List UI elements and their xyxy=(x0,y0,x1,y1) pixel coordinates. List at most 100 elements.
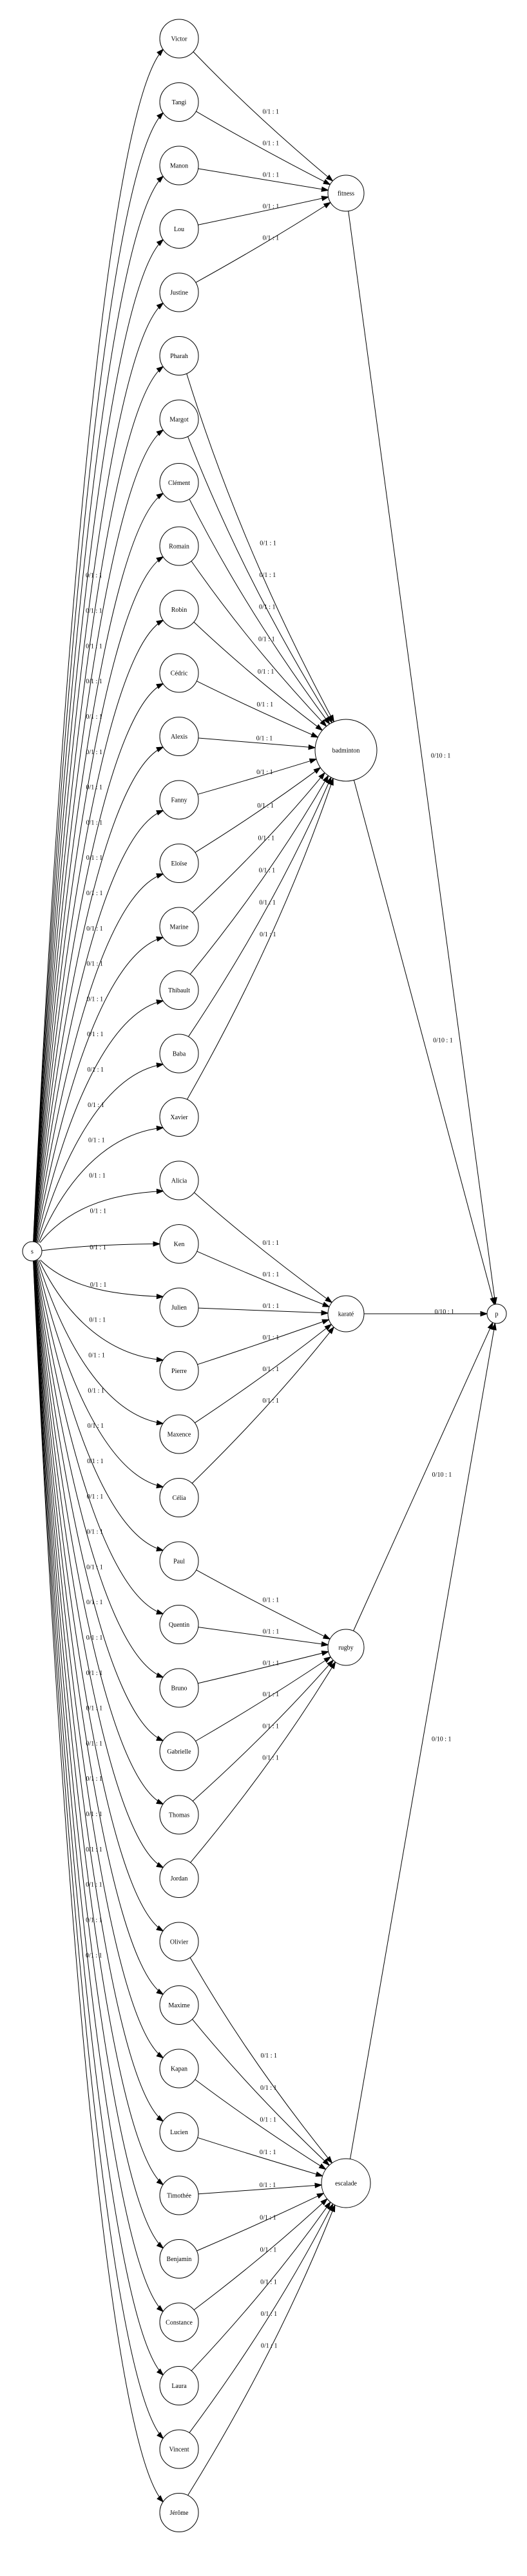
node-person-alexis-circle xyxy=(159,717,199,756)
edge-label-s-bruno: 0/1 : 1 xyxy=(87,1493,104,1501)
arrowhead-fanny-badminton xyxy=(309,758,318,764)
edge-label-badminton-p: 0/10 : 1 xyxy=(433,1037,453,1044)
node-person-tangi-label: Tangi xyxy=(172,99,187,106)
node-person-celia-circle xyxy=(159,1478,199,1517)
edge-label-xavier-badminton: 0/1 : 1 xyxy=(260,931,276,938)
node-person-clement: Clément xyxy=(159,463,199,502)
edge-label-vincent-escalade: 0/1 : 1 xyxy=(261,2311,278,2318)
node-person-victor-circle xyxy=(159,19,199,59)
node-activity-rugby: rugby xyxy=(327,1629,365,1666)
edge-label-s-olivier: 0/1 : 1 xyxy=(86,1634,103,1642)
edge-robin-badminton xyxy=(193,621,323,731)
node-activity-rugby-label: rugby xyxy=(338,1645,353,1652)
node-person-robin-label: Robin xyxy=(171,607,187,614)
edge-s-thomas xyxy=(34,1260,164,1804)
node-person-romain-circle xyxy=(159,526,199,566)
edge-s-baba xyxy=(37,1064,164,1243)
node-person-manon-label: Manon xyxy=(170,163,188,170)
edge-jerome-escalade xyxy=(187,2204,336,2496)
edge-alicia-karate xyxy=(194,1192,332,1303)
node-person-thomas-label: Thomas xyxy=(169,1812,189,1819)
arrowhead-olivier-escalade xyxy=(325,2155,333,2164)
arrowhead-quentin-rugby xyxy=(321,1641,329,1647)
node-person-ken: Ken xyxy=(159,1224,199,1264)
arrowhead-s-eloise xyxy=(156,873,164,879)
arrowhead-bruno-rugby xyxy=(321,1651,330,1656)
edge-label-s-pharah: 0/1 : 1 xyxy=(86,749,102,756)
arrowhead-eloise-badminton xyxy=(313,767,321,774)
arrowhead-alexis-badminton xyxy=(308,744,316,750)
edge-label-s-xavier: 0/1 : 1 xyxy=(89,1172,106,1179)
edge-julien-karate xyxy=(198,1307,329,1314)
edge-tangi-fitness xyxy=(196,111,331,185)
node-person-cedric: Cédric xyxy=(159,653,199,693)
edge-label-s-benjamin: 0/1 : 1 xyxy=(86,1811,102,1818)
arrowhead-escalade-p xyxy=(491,1322,497,1331)
edge-xavier-badminton xyxy=(186,778,334,1100)
node-person-olivier-label: Olivier xyxy=(170,1939,189,1946)
node-person-maxence-label: Maxence xyxy=(168,1432,191,1439)
node-person-alexis-label: Alexis xyxy=(171,734,187,741)
node-person-margot: Margot xyxy=(159,399,199,439)
edge-label-lou-fitness: 0/1 : 1 xyxy=(263,204,280,211)
node-person-vincent-label: Vincent xyxy=(169,2447,189,2454)
edge-ken-karate xyxy=(196,1251,330,1307)
arrowhead-s-bruno xyxy=(156,1672,164,1678)
edge-label-laura-escalade: 0/1 : 1 xyxy=(260,2278,277,2286)
edge-benjamin-escalade xyxy=(196,2193,324,2251)
edge-timothee-escalade xyxy=(198,2184,322,2195)
edge-s-benjamin xyxy=(33,1260,164,2249)
edge-s-quentin xyxy=(35,1260,164,1615)
node-person-thibault-circle xyxy=(159,971,199,1010)
edge-laura-escalade xyxy=(191,2202,331,2371)
arrowhead-s-olivier xyxy=(156,1925,164,1932)
node-person-pierre: Pierre xyxy=(159,1351,199,1390)
node-person-baba-circle xyxy=(159,1034,199,1074)
edge-label-s-pierre: 0/1 : 1 xyxy=(90,1317,106,1324)
node-activity-fitness-label: fitness xyxy=(338,191,354,198)
edge-label-s-paul: 0/1 : 1 xyxy=(88,1423,104,1430)
arrowhead-s-jerome xyxy=(157,2495,164,2503)
edge-alexis-badminton xyxy=(198,737,316,748)
edge-label-eloise-badminton: 0/1 : 1 xyxy=(257,802,274,810)
edge-label-s-alicia: 0/1 : 1 xyxy=(90,1208,107,1215)
node-person-bruno-circle xyxy=(159,1668,199,1708)
edge-s-eloise xyxy=(35,873,164,1243)
edge-s-robin xyxy=(34,620,164,1243)
node-person-baba: Baba xyxy=(159,1034,199,1074)
node-person-alicia: Alicia xyxy=(159,1160,199,1200)
arrowhead-victor-fitness xyxy=(325,175,334,182)
edge-eloise-badminton xyxy=(195,767,321,853)
edge-label-thomas-rugby: 0/1 : 1 xyxy=(262,1723,279,1730)
edge-label-benjamin-escalade: 0/1 : 1 xyxy=(260,2214,276,2221)
node-person-gabrielle-circle xyxy=(159,1732,199,1771)
edge-label-s-vincent: 0/1 : 1 xyxy=(86,1917,102,1924)
edge-label-s-cedric: 0/1 : 1 xyxy=(86,925,103,933)
edge-label-celia-karate: 0/1 : 1 xyxy=(262,1397,279,1405)
arrowhead-s-vincent xyxy=(157,2432,164,2439)
edges-layer xyxy=(33,48,497,2503)
node-person-laura-circle xyxy=(159,2366,199,2405)
node-person-maxime-label: Maxime xyxy=(168,2002,190,2009)
node-activity-karate-label: karaté xyxy=(338,1311,354,1318)
node-person-olivier-circle xyxy=(159,1922,199,1962)
edge-fanny-badminton xyxy=(197,759,317,795)
node-person-thibault-label: Thibault xyxy=(168,987,190,994)
node-activity-badminton: badminton xyxy=(314,719,378,782)
arrowhead-cedric-badminton xyxy=(311,732,319,738)
node-person-quentin-circle xyxy=(159,1605,199,1644)
edge-label-s-fanny: 0/1 : 1 xyxy=(87,996,104,1003)
edge-justine-fitness xyxy=(195,202,331,283)
edge-label-cedric-badminton: 0/1 : 1 xyxy=(257,701,274,708)
edge-s-celia xyxy=(36,1260,164,1488)
edge-label-rugby-p: 0/10 : 1 xyxy=(432,1472,452,1479)
edge-romain-badminton xyxy=(191,560,327,727)
arrowhead-alicia-karate xyxy=(325,1296,333,1303)
edge-label-s-margot: 0/1 : 1 xyxy=(86,784,103,791)
arrowhead-s-lucien xyxy=(156,2115,164,2122)
node-person-benjamin-label: Benjamin xyxy=(167,2256,192,2263)
edge-s-jerome xyxy=(33,1260,164,2503)
node-activity-escalade: escalade xyxy=(321,2158,371,2208)
node-person-gabrielle-label: Gabrielle xyxy=(167,1748,191,1756)
edge-s-cedric xyxy=(34,683,164,1243)
